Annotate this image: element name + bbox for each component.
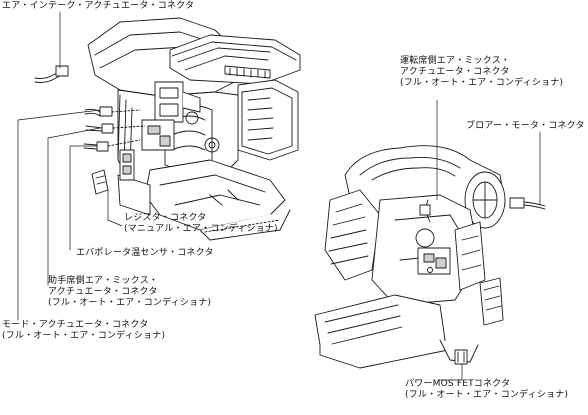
passenger-mix-line1: 助手席側エア・ミックス・ xyxy=(48,276,159,286)
mosfet-line2: (フル・オート・エア・コンディショナ) xyxy=(405,390,569,400)
passenger-mix-line2: アクチュエータ・コネクタ xyxy=(48,287,158,297)
blower-motor-connector-label: ブロアー・モータ・コネクタ xyxy=(466,121,585,131)
passenger-mix-line3: (フル・オート・エア・コンディショナ) xyxy=(48,298,212,308)
mode-line1: モード・アクチュエータ・コネクタ xyxy=(2,320,149,330)
evaporator-sensor-label: エバポレータ温センサ・コネクタ xyxy=(76,248,214,258)
driver-mix-line1: 運転席側エア・ミックス・ xyxy=(400,56,511,66)
mode-actuator-label: モード・アクチュエータ・コネクタ (フル・オート・エア・コンディショナ) xyxy=(2,320,165,342)
left-hvac-unit xyxy=(34,17,301,241)
leader-lines xyxy=(17,11,541,381)
mode-line2: (フル・オート・エア・コンディショナ) xyxy=(2,331,166,341)
resistor-connector-label: レジスタ・コネクタ (マニュアル・エア・コンディショナ) xyxy=(124,213,278,235)
right-hvac-unit xyxy=(314,145,546,369)
mosfet-line1: パワーMOS FETコネクタ xyxy=(405,379,511,389)
power-mosfet-label: パワーMOS FETコネクタ (フル・オート・エア・コンディショナ) xyxy=(405,379,568,401)
resistor-line1: レジスタ・コネクタ xyxy=(124,213,207,223)
driver-mix-line2: アクチュエータ・コネクタ xyxy=(400,67,510,77)
driver-mix-line3: (フル・オート・エア・コンディショナ) xyxy=(400,78,564,88)
driver-mix-actuator-label: 運転席側エア・ミックス・ アクチュエータ・コネクタ (フル・オート・エア・コンデ… xyxy=(400,56,563,89)
passenger-mix-actuator-label: 助手席側エア・ミックス・ アクチュエータ・コネクタ (フル・オート・エア・コンデ… xyxy=(48,276,211,309)
air-intake-connector-label: エア・インテーク・アクチュエータ・コネクタ xyxy=(2,1,195,11)
resistor-line2: (マニュアル・エア・コンディショナ) xyxy=(124,224,278,234)
